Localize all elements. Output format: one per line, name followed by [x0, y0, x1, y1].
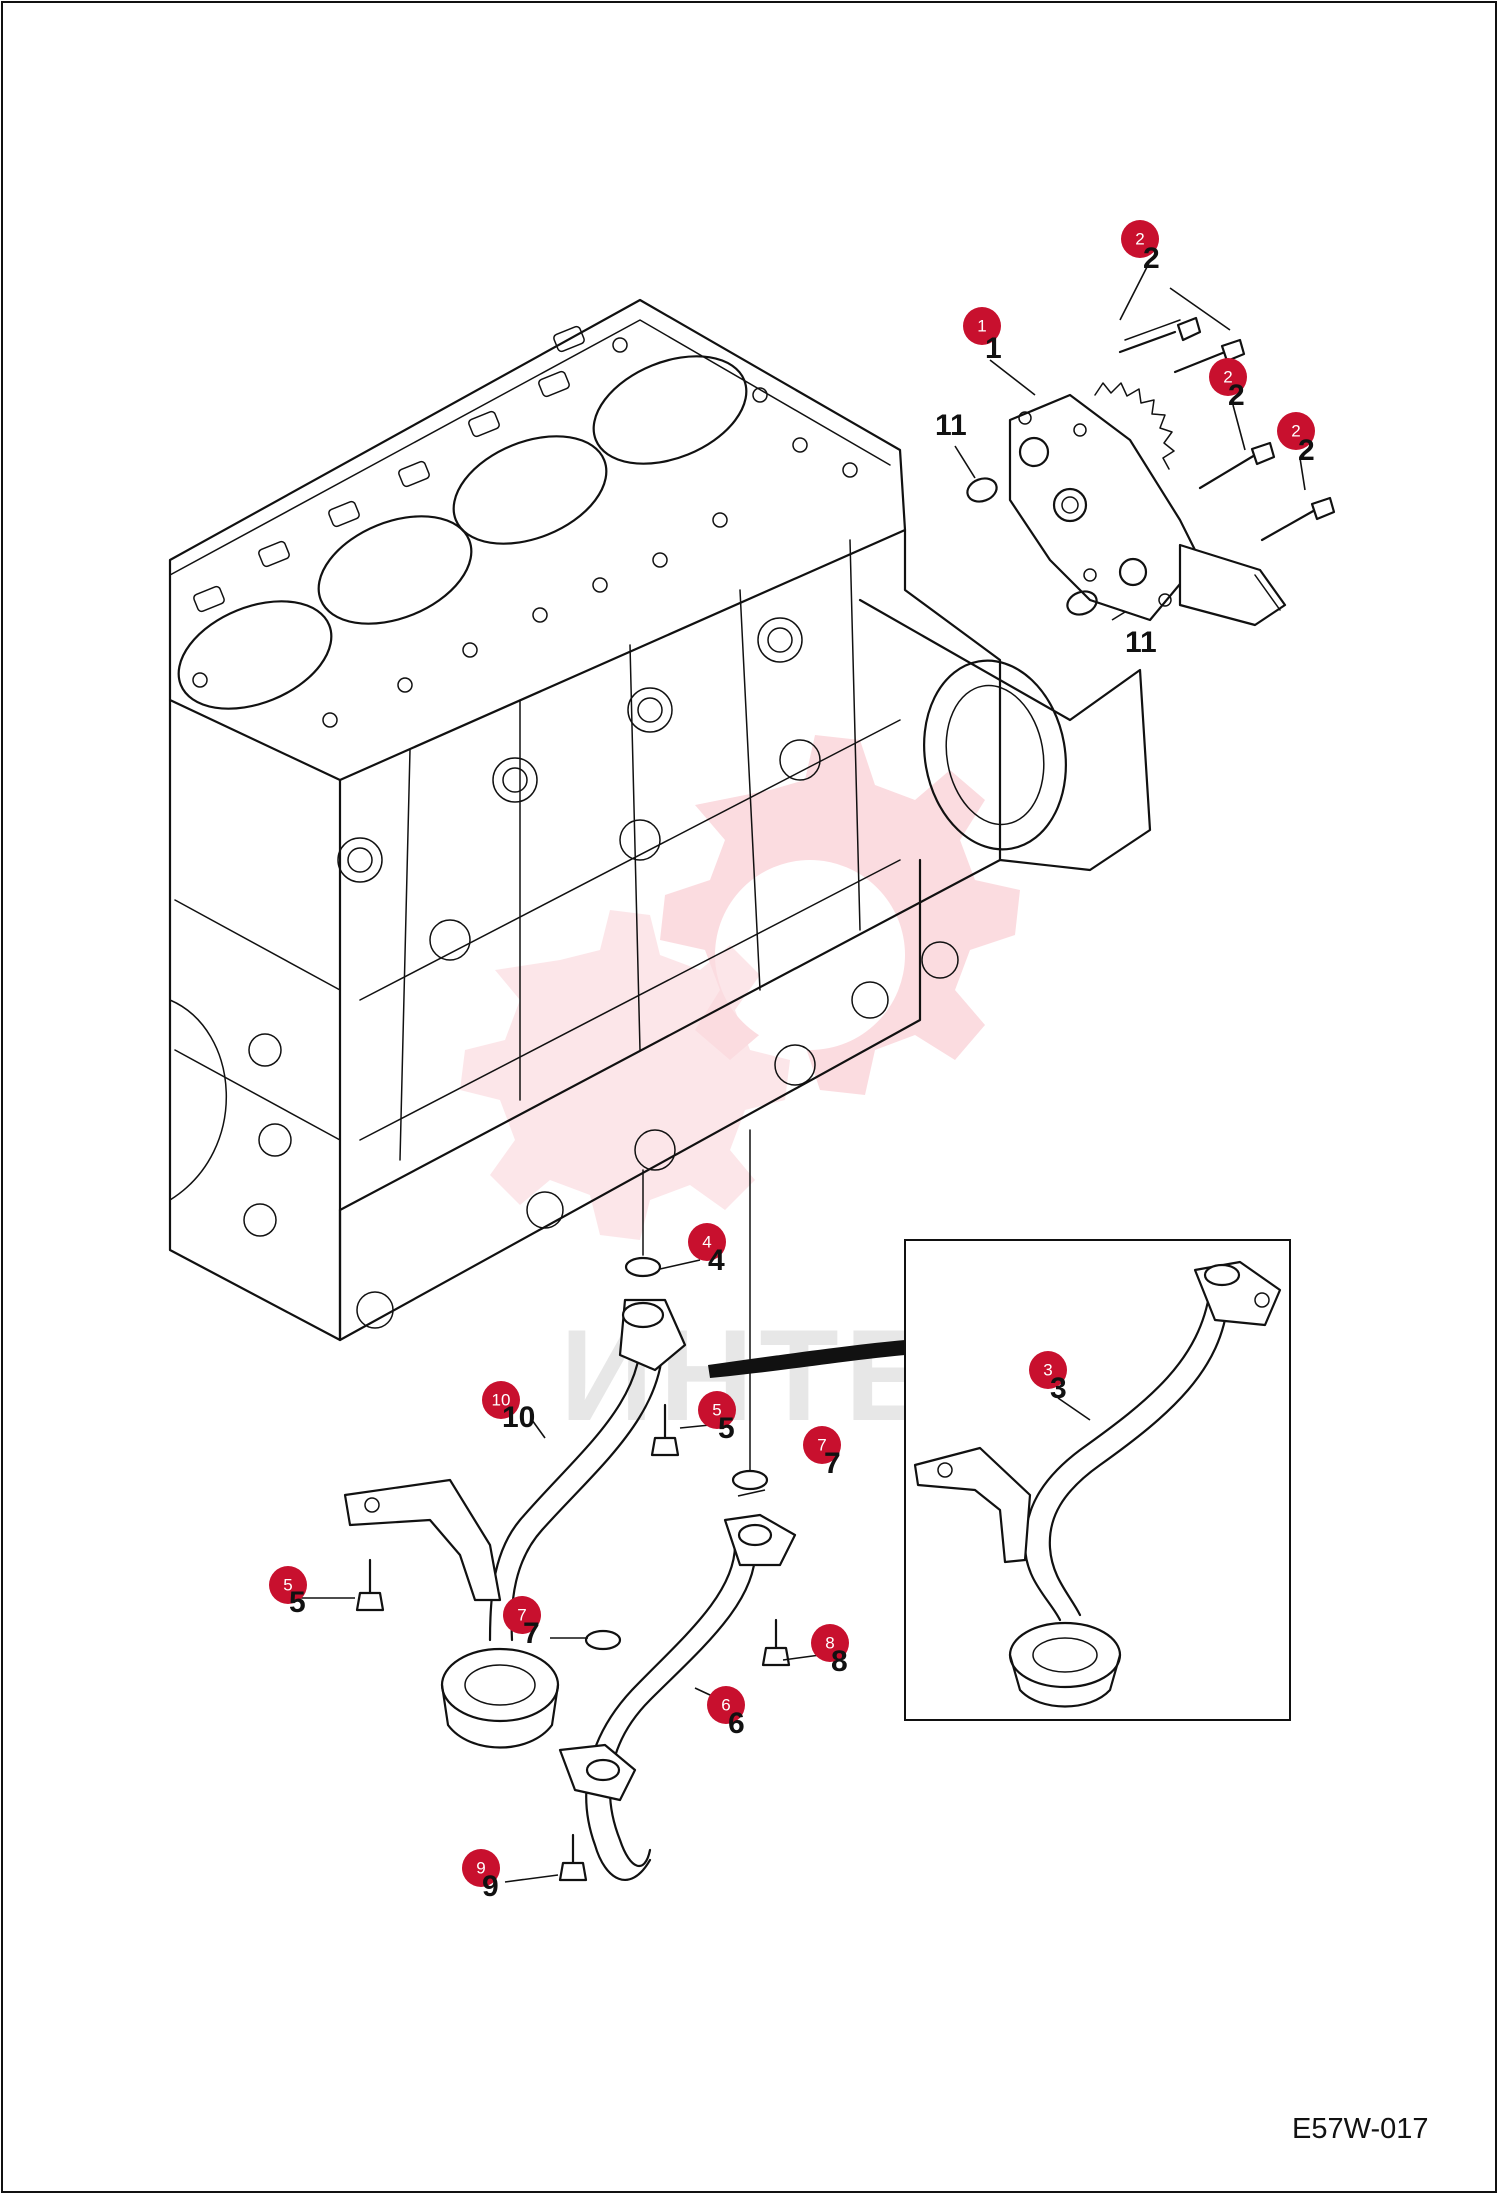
- oil-pump: [1008, 382, 1287, 627]
- watermark-gear-icon: [460, 735, 1020, 1240]
- svg-text:10: 10: [502, 1401, 535, 1434]
- callout-5-left: 5 5: [269, 1566, 307, 1619]
- callout-1: 1 1: [963, 307, 1002, 365]
- callout-7-upper: 7 7: [803, 1426, 841, 1480]
- o-ring-11-lower: [1066, 590, 1098, 616]
- callout-2-right: 2 2: [1277, 412, 1315, 467]
- callout-3: 3 3: [1029, 1351, 1067, 1405]
- svg-text:4: 4: [708, 1244, 725, 1277]
- svg-text:7: 7: [523, 1617, 540, 1650]
- detail-inset-pipe-3: [913, 1260, 1282, 1708]
- cylinder-block: [168, 298, 1152, 1342]
- svg-text:6: 6: [721, 1696, 730, 1715]
- callout-11-upper: 11: [935, 409, 967, 442]
- callout-10: 10 10: [482, 1381, 535, 1434]
- callout-9: 9 9: [462, 1849, 500, 1903]
- svg-text:10: 10: [492, 1391, 511, 1410]
- svg-text:5: 5: [283, 1576, 292, 1595]
- bolt-2-group: [1118, 316, 1336, 542]
- svg-text:8: 8: [825, 1634, 834, 1653]
- oil-pipes: [343, 1298, 797, 1881]
- svg-text:2: 2: [1135, 230, 1144, 249]
- drawing-code: E57W-017: [1292, 2113, 1429, 2145]
- callout-11-lower: 11: [1125, 626, 1157, 659]
- leader-lines: [298, 264, 1306, 1883]
- o-ring-11-upper: [966, 477, 998, 503]
- svg-text:3: 3: [1050, 1372, 1067, 1405]
- svg-text:7: 7: [517, 1606, 526, 1625]
- svg-text:1: 1: [985, 332, 1002, 365]
- svg-text:11: 11: [935, 409, 967, 442]
- callout-4: 4 4: [688, 1223, 726, 1277]
- svg-text:5: 5: [289, 1586, 306, 1619]
- detail-arrow: [708, 1340, 905, 1378]
- svg-text:2: 2: [1291, 422, 1300, 441]
- svg-text:2: 2: [1223, 368, 1232, 387]
- svg-text:5: 5: [712, 1401, 721, 1420]
- callout-6: 6 6: [707, 1686, 745, 1740]
- callout-7-lower: 7 7: [503, 1596, 541, 1650]
- callout-5-upper: 5 5: [698, 1391, 736, 1445]
- svg-text:4: 4: [702, 1233, 711, 1252]
- svg-text:2: 2: [1143, 242, 1160, 275]
- callout-8: 8 8: [811, 1624, 849, 1678]
- svg-text:9: 9: [482, 1870, 499, 1903]
- svg-text:11: 11: [1125, 626, 1157, 659]
- svg-text:7: 7: [824, 1447, 841, 1480]
- svg-text:9: 9: [476, 1859, 485, 1878]
- svg-text:1: 1: [977, 317, 986, 336]
- callout-2-top: 2 2: [1121, 220, 1160, 275]
- svg-text:3: 3: [1043, 1361, 1052, 1380]
- callout-2-middle: 2 2: [1209, 358, 1247, 412]
- svg-text:7: 7: [817, 1436, 826, 1455]
- svg-text:6: 6: [728, 1707, 745, 1740]
- svg-text:8: 8: [831, 1645, 848, 1678]
- svg-text:2: 2: [1298, 434, 1315, 467]
- svg-text:2: 2: [1228, 379, 1245, 412]
- small-parts: [355, 1129, 791, 1882]
- svg-text:5: 5: [718, 1412, 735, 1445]
